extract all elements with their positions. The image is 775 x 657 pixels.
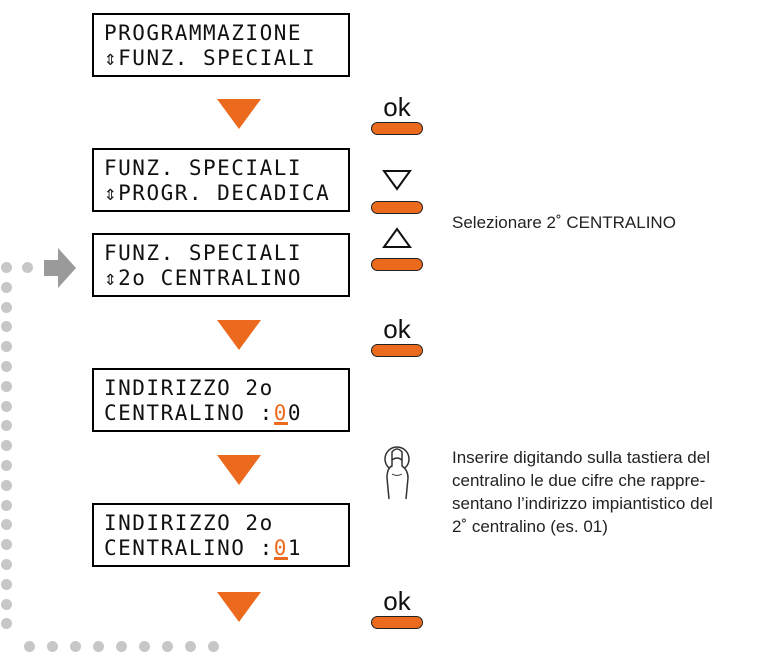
loop-dot (1, 460, 12, 471)
ok-key-1[interactable]: ok (370, 94, 424, 135)
finger-press-icon (384, 446, 410, 500)
lcd-line-2-rest: 1 (287, 536, 303, 560)
flow-arrow-down-icon (217, 592, 261, 622)
up-triangle-icon (382, 227, 412, 248)
updown-icon: ⇕ (104, 46, 119, 70)
lcd-line-2-text: FUNZ. SPECIALI (118, 46, 317, 70)
cursor-digit: 0 (273, 401, 289, 425)
lcd-line-1: FUNZ. SPECIALI (104, 156, 303, 180)
lcd-screen-indirizzo-00: INDIRIZZO 2o CENTRALINO :00 (92, 368, 350, 432)
lcd-line-2: CENTRALINO :00 (104, 401, 338, 426)
loop-dot (1, 578, 12, 590)
loop-dot (1, 618, 12, 630)
lcd-line-2-text: PROGR. DECADICA (118, 181, 331, 205)
up-key-bar (371, 258, 423, 271)
down-key[interactable] (370, 168, 424, 214)
lcd-line-1: FUNZ. SPECIALI (104, 241, 303, 265)
lcd-line-2-text: 2o CENTRALINO (118, 266, 303, 290)
lcd-line-2: ⇕2o CENTRALINO (104, 266, 338, 291)
loop-dot (1, 559, 12, 570)
loop-dot (1, 341, 12, 353)
flow-arrow-down-icon (217, 455, 261, 485)
lcd-line-1: INDIRIZZO 2o (104, 511, 274, 535)
ok-key-bar (371, 616, 423, 629)
lcd-line-2-prefix: CENTRALINO : (104, 401, 274, 425)
lcd-line-2: ⇕PROGR. DECADICA (104, 181, 338, 206)
loop-dot (1, 321, 12, 333)
ok-key-3[interactable]: ok (370, 588, 424, 629)
lcd-screen-programmazione: PROGRAMMAZIONE ⇕FUNZ. SPECIALI (92, 13, 350, 77)
lcd-screen-indirizzo-01: INDIRIZZO 2o CENTRALINO :01 (92, 503, 350, 567)
loop-dot (70, 641, 81, 652)
up-key[interactable] (370, 225, 424, 271)
note-insert-line: 2˚ centralino (es. 01) (452, 517, 608, 536)
loop-dot (47, 641, 58, 652)
ok-key-2[interactable]: ok (370, 316, 424, 357)
ok-key-label: ok (383, 92, 411, 122)
down-key-bar (371, 201, 423, 214)
ok-key-bar (371, 344, 423, 357)
loop-dot (1, 539, 12, 551)
loop-dot (1, 440, 12, 452)
loop-dot (1, 281, 12, 293)
ok-key-bar (371, 122, 423, 135)
note-insert-line: sentano l’indirizzo impiantistico del (452, 494, 713, 513)
lcd-line-1: PROGRAMMAZIONE (104, 21, 303, 45)
down-triangle-icon (382, 170, 412, 191)
loop-dot (208, 641, 219, 652)
loop-dot (1, 499, 12, 511)
right-arrow-icon (44, 248, 76, 288)
lcd-line-2-prefix: CENTRALINO : (104, 536, 274, 560)
loop-dot (1, 519, 12, 531)
lcd-screen-progr-decadica: FUNZ. SPECIALI ⇕PROGR. DECADICA (92, 148, 350, 212)
updown-icon: ⇕ (104, 181, 119, 205)
loop-dot (116, 641, 127, 652)
note-insert: Inserire digitando sulla tastiera del ce… (452, 446, 713, 538)
cursor-digit: 0 (273, 536, 289, 560)
lcd-line-2: CENTRALINO :01 (104, 536, 338, 561)
lcd-screen-2o-centralino: FUNZ. SPECIALI ⇕2o CENTRALINO (92, 233, 350, 297)
loop-dot (1, 400, 12, 412)
loop-dot (162, 641, 173, 652)
loop-dot (185, 641, 196, 652)
lcd-line-2: ⇕FUNZ. SPECIALI (104, 46, 338, 71)
ok-key-label: ok (383, 314, 411, 344)
loop-dot (1, 380, 12, 392)
flow-arrow-down-icon (217, 99, 261, 129)
lcd-line-2-rest: 0 (287, 401, 303, 425)
loop-dot (93, 641, 104, 652)
flow-arrow-down-icon (217, 320, 261, 350)
loop-dot (1, 301, 12, 313)
lcd-line-1: INDIRIZZO 2o (104, 376, 274, 400)
ok-key-label: ok (383, 586, 411, 616)
loop-dot (1, 598, 12, 610)
loop-dot (1, 420, 12, 432)
note-insert-line: Inserire digitando sulla tastiera del (452, 448, 710, 467)
loop-dot (22, 262, 33, 273)
note-insert-line: centralino le due cifre che rappre- (452, 471, 706, 490)
loop-dot (1, 262, 12, 273)
loop-dot (139, 641, 150, 652)
note-select: Selezionare 2˚ CENTRALINO (452, 213, 676, 232)
loop-dot (1, 361, 12, 372)
loop-dot (1, 479, 12, 491)
loop-dot (24, 641, 35, 652)
updown-icon: ⇕ (104, 266, 119, 290)
